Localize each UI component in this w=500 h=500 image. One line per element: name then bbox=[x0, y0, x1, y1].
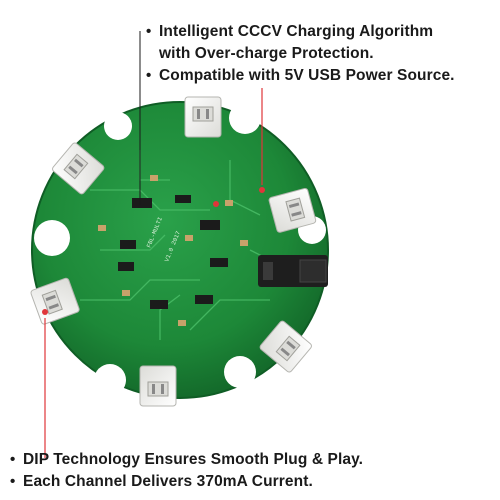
bullet-icon: • bbox=[10, 451, 16, 468]
bullet-icon: • bbox=[10, 473, 16, 490]
jst-connectors bbox=[30, 96, 317, 407]
feature-item: • Intelligent CCCV Charging Algorithm bbox=[146, 21, 455, 43]
feature-text: Compatible with 5V USB Power Source. bbox=[159, 67, 455, 84]
feature-text: Each Channel Delivers 370mA Current. bbox=[23, 473, 313, 490]
smd-components bbox=[98, 175, 248, 326]
callout-lines bbox=[42, 31, 265, 458]
feature-text: Intelligent CCCV Charging Algorithm bbox=[159, 23, 434, 40]
feature-item-continuation: with Over-charge Protection. bbox=[146, 43, 455, 65]
feature-text: DIP Technology Ensures Smooth Plug & Pla… bbox=[23, 451, 364, 468]
connector-right bbox=[268, 187, 317, 233]
bullet-icon: • bbox=[146, 67, 152, 84]
feature-item: • Each Channel Delivers 370mA Current. bbox=[10, 471, 363, 493]
feature-item: • DIP Technology Ensures Smooth Plug & P… bbox=[10, 449, 363, 471]
feature-text: with Over-charge Protection. bbox=[159, 45, 374, 62]
bullet-icon: • bbox=[146, 23, 152, 40]
top-feature-list: • Intelligent CCCV Charging Algorithm wi… bbox=[146, 21, 455, 87]
connector-top bbox=[184, 96, 222, 138]
feature-item: • Compatible with 5V USB Power Source. bbox=[146, 65, 455, 87]
bottom-feature-list: • DIP Technology Ensures Smooth Plug & P… bbox=[10, 449, 363, 493]
usb-power-jack bbox=[258, 255, 328, 287]
connector-lower-right bbox=[259, 320, 312, 373]
connector-bottom bbox=[139, 365, 177, 407]
pcb-board: FBL-MULTI V1.0 2017 bbox=[31, 101, 329, 399]
connector-upper-left bbox=[52, 142, 105, 195]
